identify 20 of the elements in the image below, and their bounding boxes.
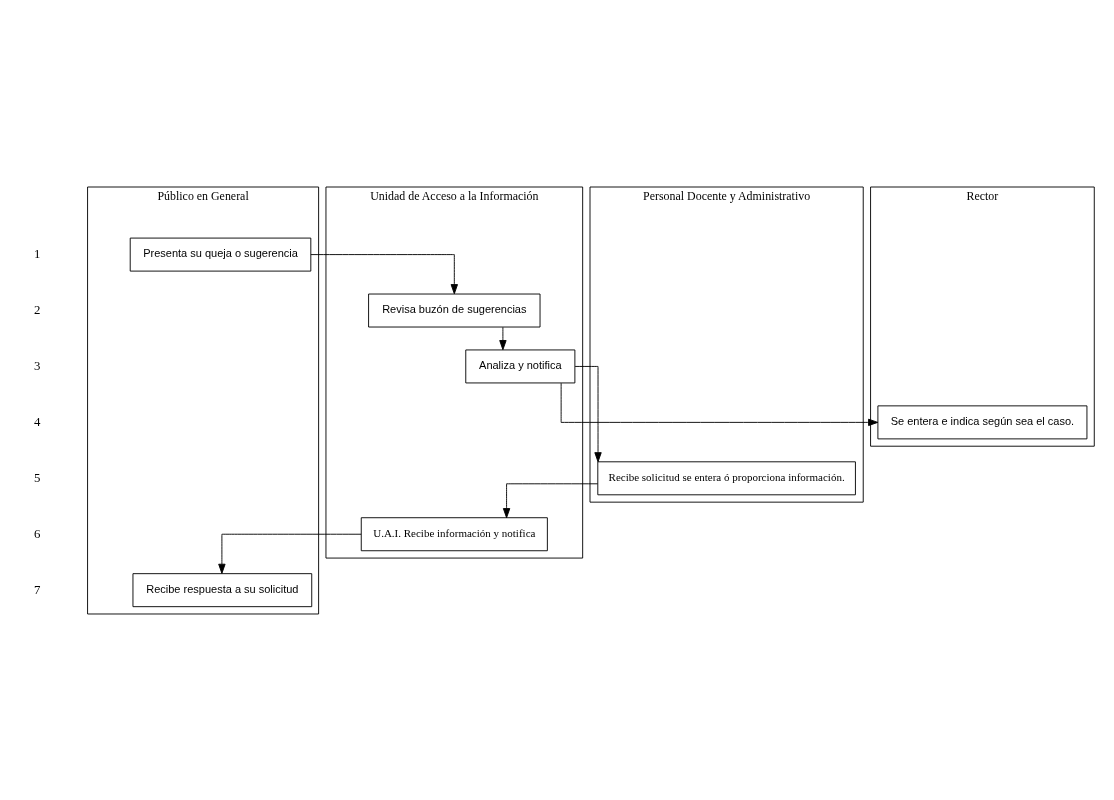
label: 3 bbox=[33, 358, 41, 373]
node-box: Revisa buzón de sugerencias bbox=[368, 293, 541, 327]
arrow bbox=[499, 326, 507, 350]
node-box: Presenta su queja o sugerencia bbox=[129, 237, 312, 272]
node-box: Recibe solicitud se entera ó proporciona información. bbox=[597, 460, 856, 495]
arrow bbox=[310, 253, 458, 294]
node-box: U.A.I. Recibe información y notifica bbox=[360, 516, 548, 551]
label: 5 bbox=[33, 470, 41, 485]
label: 4 bbox=[33, 414, 41, 429]
arrow bbox=[502, 482, 599, 518]
label: 7 bbox=[33, 582, 41, 597]
node-box: Recibe respuesta a su solicitud bbox=[132, 572, 313, 607]
arrow bbox=[218, 533, 362, 574]
node-box: Analiza y notifica bbox=[465, 349, 576, 383]
arrow bbox=[574, 365, 602, 462]
label: 2 bbox=[33, 302, 41, 317]
label: 1 bbox=[33, 246, 41, 261]
arrow bbox=[560, 382, 879, 426]
node-box: Se entera e indica según sea el caso. bbox=[877, 404, 1088, 439]
label: 6 bbox=[33, 526, 41, 541]
